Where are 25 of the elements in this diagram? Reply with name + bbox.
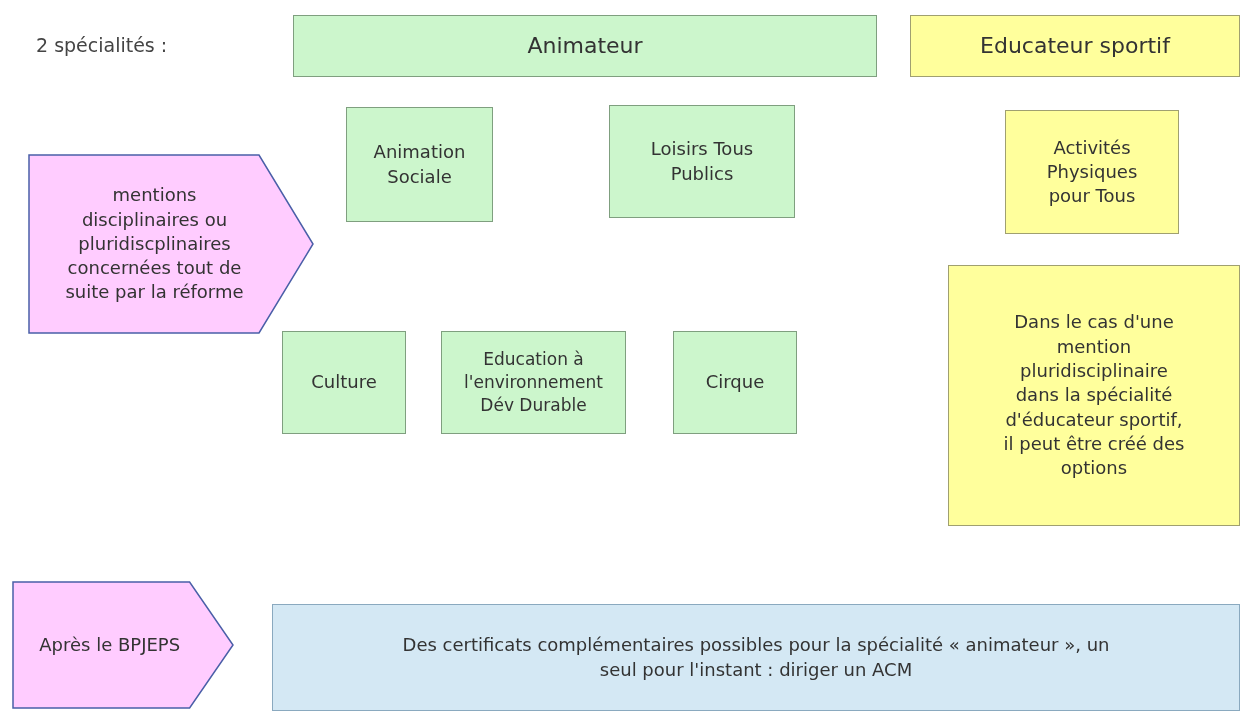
box-text: Loisirs Tous Publics <box>649 137 755 186</box>
text-box <box>948 265 1240 526</box>
text-box <box>441 331 626 434</box>
header-text: Animateur <box>527 32 643 61</box>
box-text: Des certificats complémentaires possibles pour la spécialité « animateur », un seul pour l'instant : diriger un ACM <box>401 633 1111 682</box>
arrow-shaped-label <box>12 581 234 709</box>
label-text: 2 spécialités : <box>36 34 168 56</box>
specialty-header-box <box>910 15 1240 77</box>
text-box <box>282 331 406 434</box>
box-text: Activités Physiques pour Tous <box>1045 135 1139 209</box>
text-box <box>346 107 493 222</box>
box-text: Culture <box>311 370 377 395</box>
box-text: Dans le cas d'une mention pluridisciplinaire dans la spécialité d'éducateur sportif, il peut être créé des options <box>1002 310 1186 481</box>
text-box <box>1005 110 1179 234</box>
text-box <box>673 331 797 434</box>
box-text: Animation Sociale <box>372 140 467 189</box>
header-text: Educateur sportif <box>980 32 1170 61</box>
box-text: Après le BPJEPS <box>39 632 181 657</box>
specialty-header-box <box>293 15 877 77</box>
box-text: Cirque <box>705 370 765 395</box>
box-text: Education à l'environnement Dév Durable <box>463 348 604 417</box>
arrow-shaped-label <box>28 154 314 334</box>
text-box <box>609 105 795 218</box>
text-box <box>272 604 1240 711</box>
box-text: mentions disciplinaires ou pluridiscplinaires concernées tout de suite par la réforme <box>64 183 245 305</box>
